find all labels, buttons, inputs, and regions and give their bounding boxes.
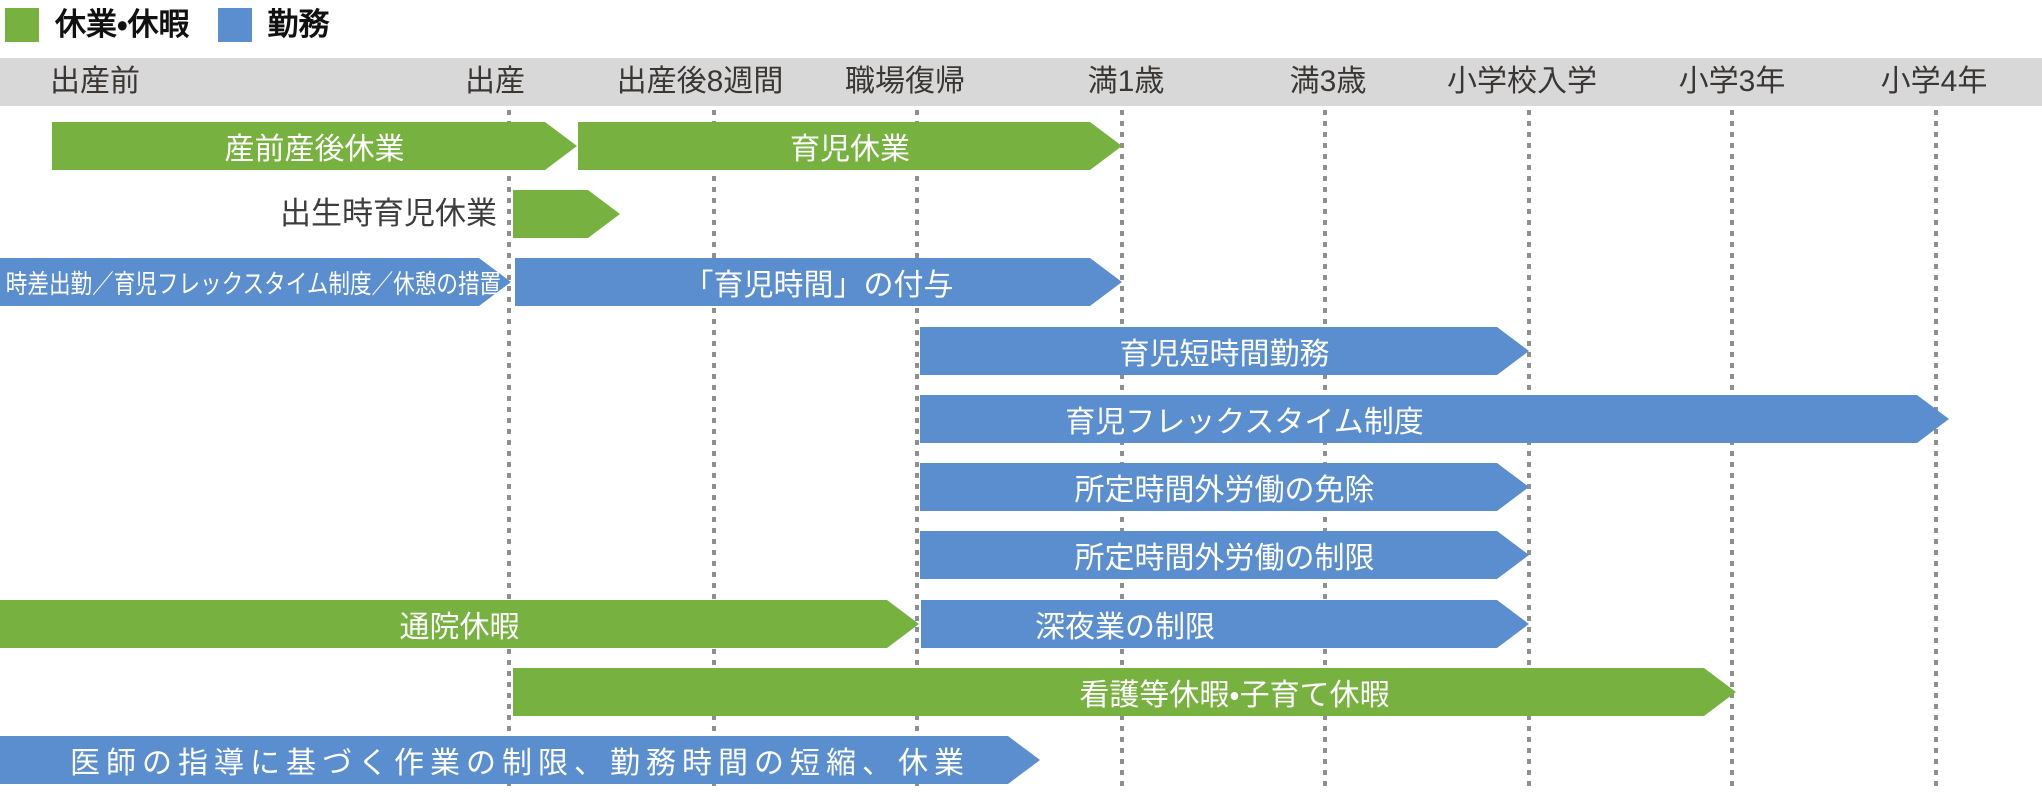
timeline-label-4: 満1歳 xyxy=(1087,65,1165,98)
timeline-label-2: 出産後8週間 xyxy=(616,65,784,98)
bar-tsuin-kyuka-shinyagyo-1: 通院休暇 xyxy=(0,600,919,648)
bar-label: 通院休暇 xyxy=(399,611,520,644)
timeline-gridline-3 xyxy=(1120,110,1124,792)
timeline-gridline-0 xyxy=(507,110,511,792)
timeline-label-0: 出産前 xyxy=(50,65,140,98)
bar-label: 「育児時間」の付与 xyxy=(683,269,954,302)
bar-label: 育児短時間勤務 xyxy=(1119,338,1330,371)
bar-label: 育児休業 xyxy=(790,133,910,166)
timeline-label-5: 満3歳 xyxy=(1289,65,1367,98)
bar-ikuji-tanjikan-kinmu: 育児短時間勤務 xyxy=(920,327,1529,375)
timeline-label-1: 出産 xyxy=(465,65,525,98)
bar-label: 育児フレックスタイム制度 xyxy=(1065,406,1424,439)
timeline-gridline-2 xyxy=(915,110,919,792)
legend: 休業・休暇 勤務 xyxy=(5,6,330,44)
bar-label: 所定時間外労働の免除 xyxy=(1074,474,1375,507)
bar-label: 深夜業の制限 xyxy=(1035,611,1215,644)
legend-swatch-leave xyxy=(5,8,39,42)
legend-label-leave: 休業・休暇 xyxy=(55,7,190,42)
bar-label: 医師の指導に基づく作業の制限、勤務時間の短縮、休業 xyxy=(70,747,970,780)
timeline-label-6: 小学校入学 xyxy=(1447,65,1597,98)
bar-kango-kosodate-kyuka: 看護等休暇・子育て休暇 xyxy=(513,668,1736,716)
timeline-header: 出産前 出産 出産後8週間 職場復帰 満1歳 満3歳 小学校入学 小学3年 小学4年 xyxy=(0,58,2042,106)
timeline-label-8: 小学4年 xyxy=(1880,65,1988,98)
legend-label-work: 勤務 xyxy=(267,7,330,42)
bar-shotei-jikangai-menjo: 所定時間外労働の免除 xyxy=(920,463,1529,511)
bar-ishi-shido-seigen: 医師の指導に基づく作業の制限、勤務時間の短縮、休業 xyxy=(0,736,1040,784)
bar-sanzen-sango-ikuji-1: 産前産後休業 xyxy=(52,122,577,170)
bar-shusseiji-ikuji-kyugyo xyxy=(513,190,620,238)
timeline-gridline-5 xyxy=(1527,110,1531,792)
timeline-label-7: 小学3年 xyxy=(1678,65,1786,98)
bar-label: 所定時間外労働の制限 xyxy=(1074,542,1375,575)
bar-label: 看護等休暇・子育て休暇 xyxy=(1079,679,1390,712)
bar-tsuin-kyuka-shinyagyo-2: 深夜業の制限 xyxy=(921,600,1529,648)
timeline-label-3: 職場復帰 xyxy=(845,65,965,98)
bar-ikuji-flextime-seido: 育児フレックスタイム制度 xyxy=(920,395,1949,443)
bar-jisa-shukkin-ikuji-jikan-1: 時差出勤／育児フレックスタイム制度／休憩の措置 xyxy=(0,258,511,306)
timeline-gridline-4 xyxy=(1323,110,1327,792)
bar-jisa-shukkin-ikuji-jikan-2: 「育児時間」の付与 xyxy=(515,258,1122,306)
bar-shotei-jikangai-seigen: 所定時間外労働の制限 xyxy=(920,531,1529,579)
timeline-gridline-6 xyxy=(1730,110,1734,792)
bar-label: 産前産後休業 xyxy=(224,133,405,166)
timeline-gridline-1 xyxy=(712,110,716,792)
bar-label: 時差出勤／育児フレックスタイム制度／休憩の措置 xyxy=(5,268,502,299)
legend-swatch-work xyxy=(217,8,252,42)
timeline-gridline-7 xyxy=(1934,110,1938,792)
bar-sanzen-sango-ikuji-2: 育児休業 xyxy=(578,122,1122,170)
row-label-shusseiji-ikuji-kyugyo: 出生時育児休業 xyxy=(280,196,497,231)
